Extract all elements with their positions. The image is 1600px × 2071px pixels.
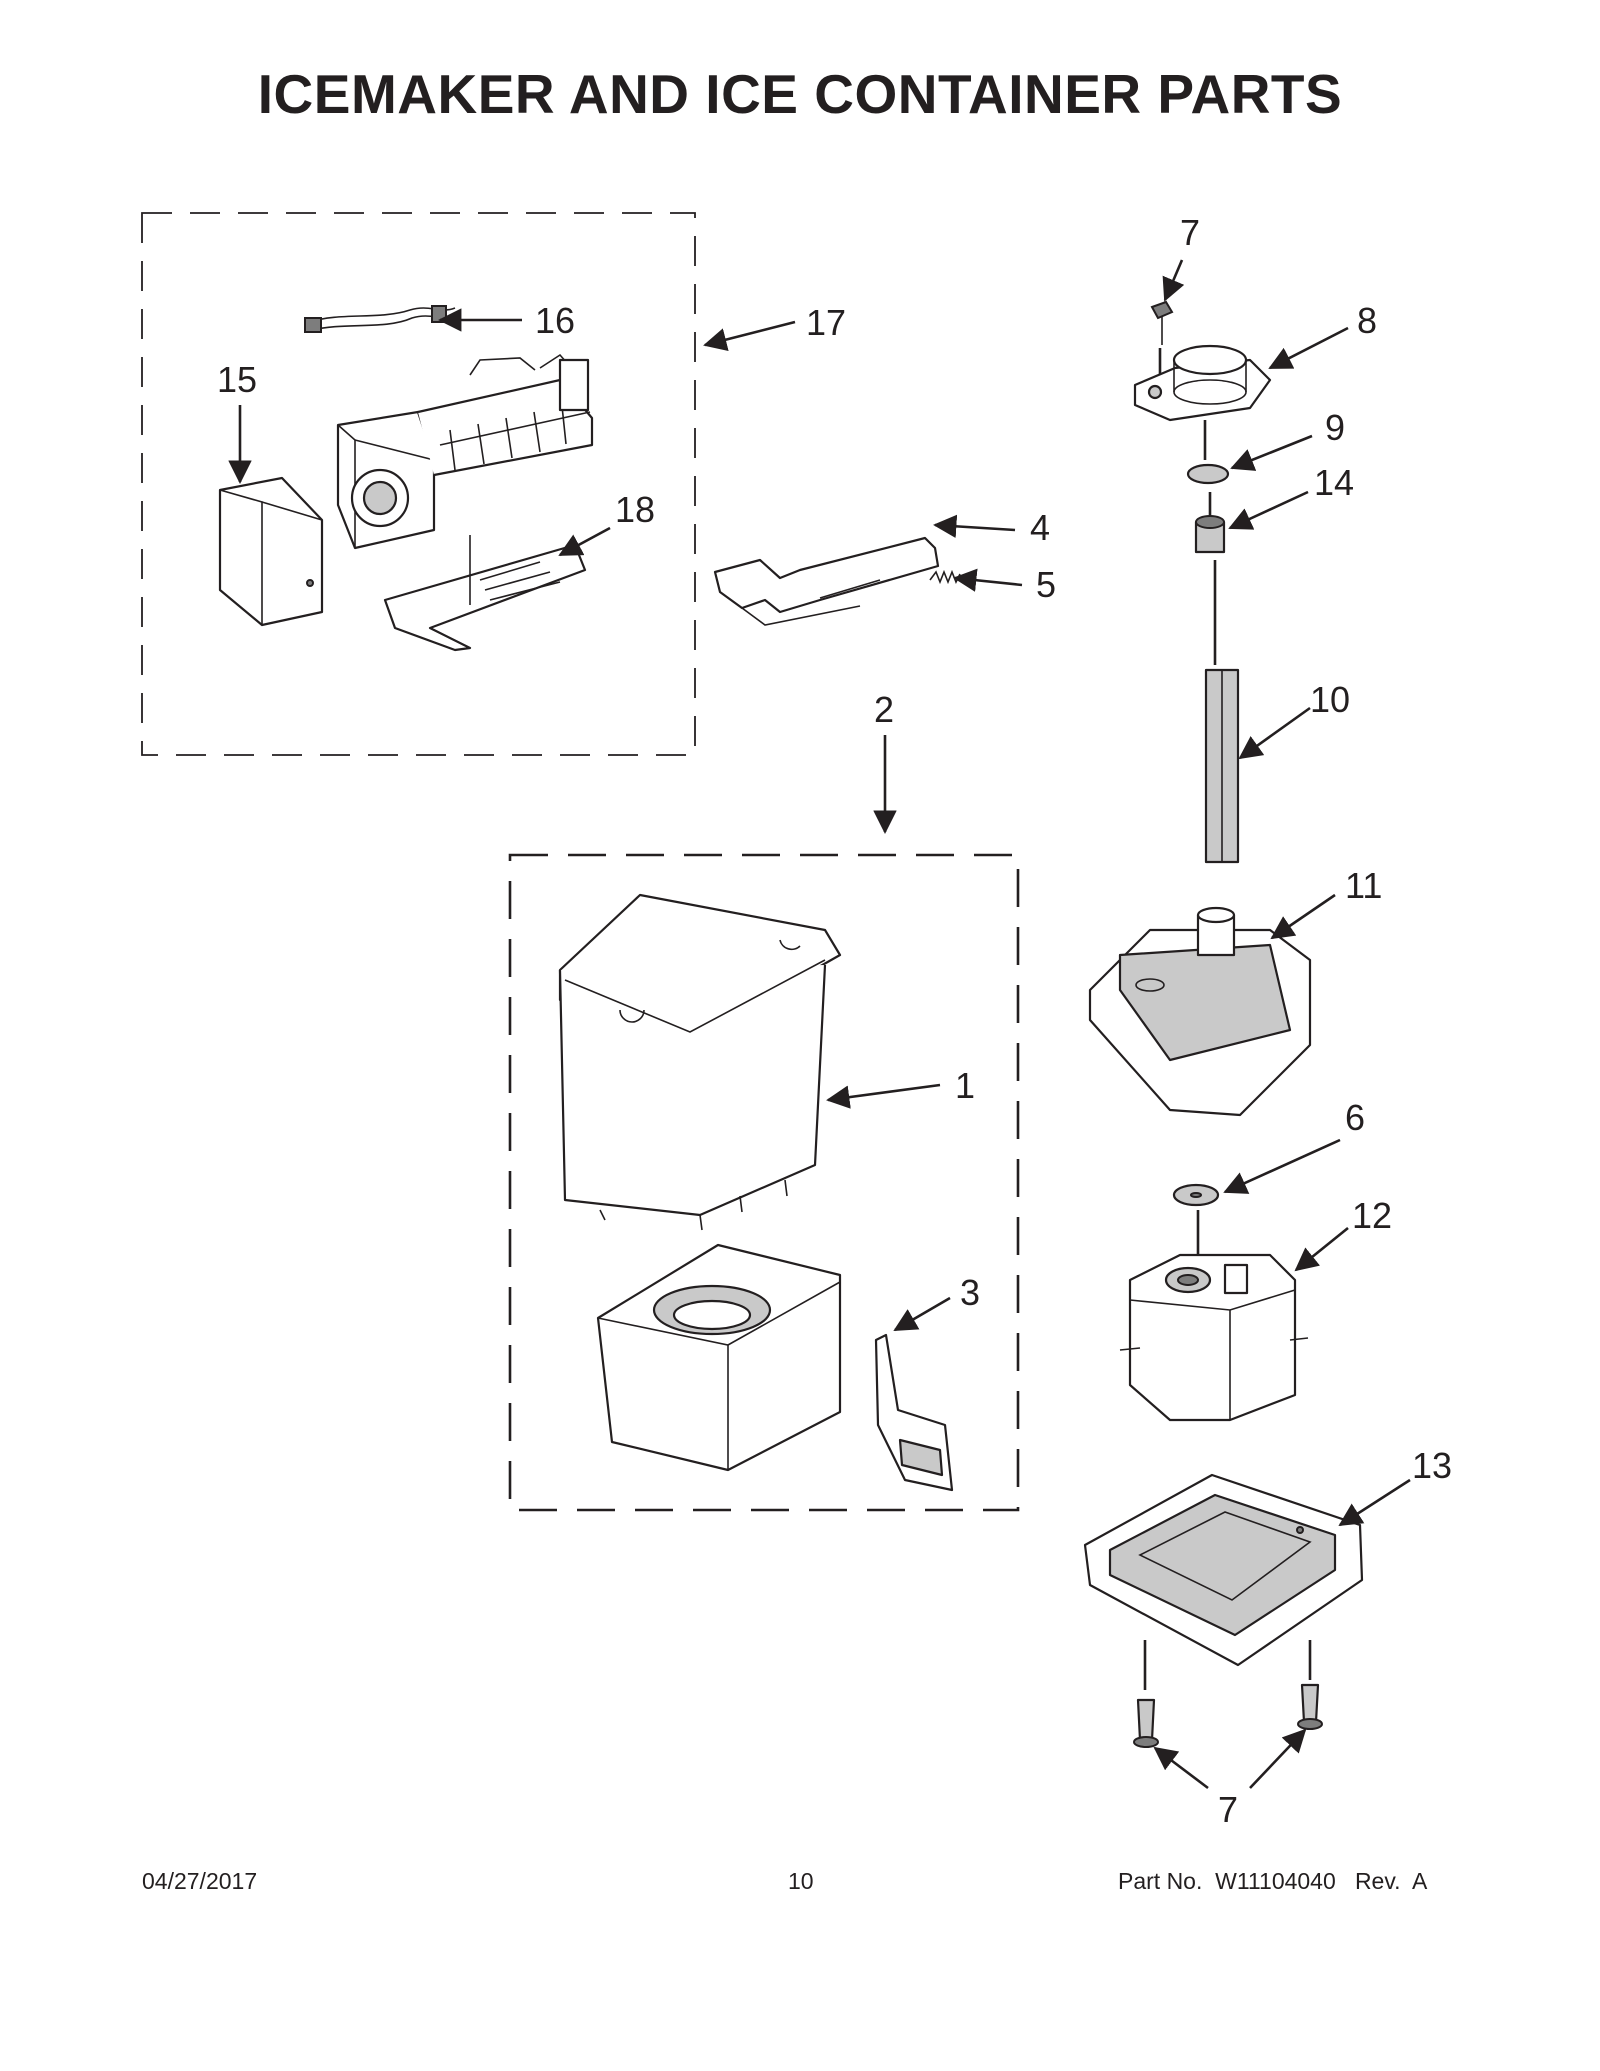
leader-5 bbox=[953, 568, 1023, 592]
auger-shaft-part bbox=[1204, 668, 1240, 864]
ice-stripper-part bbox=[383, 535, 587, 652]
callout-9: 9 bbox=[1325, 407, 1345, 448]
leader-7-bottom-right bbox=[1249, 1728, 1307, 1789]
footer-part-number: Part No. W11104040 Rev. A bbox=[1118, 1868, 1428, 1894]
container-door-part bbox=[874, 1333, 954, 1492]
callout-6: 6 bbox=[1345, 1097, 1365, 1138]
gear-motor-part bbox=[1119, 1253, 1309, 1422]
callout-16: 16 bbox=[535, 300, 575, 341]
callout-2: 2 bbox=[874, 689, 894, 730]
callout-14: 14 bbox=[1314, 462, 1354, 503]
leader-1 bbox=[826, 1083, 941, 1109]
thrust-washer-part bbox=[1172, 1183, 1220, 1207]
drive-housing-part bbox=[1088, 906, 1312, 1117]
callout-7-bottom: 7 bbox=[1218, 1789, 1238, 1830]
callout-12: 12 bbox=[1352, 1195, 1392, 1236]
ice-level-arm-part bbox=[713, 536, 940, 626]
leader-9 bbox=[1230, 434, 1313, 471]
callout-15: 15 bbox=[217, 359, 257, 400]
callout-1: 1 bbox=[955, 1065, 975, 1106]
footer-date: 04/27/2017 bbox=[142, 1868, 258, 1894]
leader-3 bbox=[893, 1296, 951, 1332]
leader-10 bbox=[1238, 706, 1311, 760]
auger-housing-part bbox=[596, 1243, 842, 1472]
callout-13: 13 bbox=[1412, 1445, 1452, 1486]
wire-harness-part bbox=[304, 305, 456, 333]
ice-bucket-part bbox=[558, 893, 842, 1231]
screw-part-top bbox=[1150, 300, 1174, 345]
callout-17: 17 bbox=[806, 302, 846, 343]
callout-11: 11 bbox=[1345, 865, 1382, 906]
callout-7-top: 7 bbox=[1180, 212, 1200, 253]
leader-11 bbox=[1270, 893, 1336, 940]
icemaker-assembly-boundary bbox=[141, 212, 696, 756]
screw-part-bottom-left bbox=[1133, 1698, 1159, 1748]
callout-5: 5 bbox=[1036, 564, 1056, 605]
leader-4 bbox=[933, 514, 1016, 539]
screw-part-bottom-right bbox=[1297, 1683, 1323, 1730]
leader-17 bbox=[703, 320, 796, 352]
callout-8: 8 bbox=[1357, 300, 1377, 341]
washer-part bbox=[1186, 463, 1230, 485]
icemaker-cover-part bbox=[218, 476, 324, 627]
leader-12 bbox=[1294, 1226, 1349, 1272]
leader-8 bbox=[1268, 326, 1349, 370]
leader-6 bbox=[1223, 1138, 1341, 1194]
leader-18 bbox=[558, 526, 611, 557]
bushing-part bbox=[1194, 515, 1226, 554]
leader-7-bottom-left bbox=[1153, 1746, 1209, 1790]
callout-10: 10 bbox=[1310, 679, 1350, 720]
leader-14 bbox=[1228, 490, 1309, 530]
icemaker-body-part bbox=[336, 353, 594, 550]
page-title: ICEMAKER AND ICE CONTAINER PARTS bbox=[257, 63, 1343, 125]
leader-7-top bbox=[1162, 259, 1185, 302]
callout-3: 3 bbox=[960, 1272, 980, 1313]
callout-18: 18 bbox=[615, 489, 655, 530]
base-plate-part bbox=[1083, 1473, 1364, 1667]
mounting-bracket-part bbox=[1133, 344, 1272, 422]
ice-container-boundary bbox=[508, 853, 1020, 1512]
footer-page-number: 10 bbox=[788, 1868, 814, 1894]
callout-4: 4 bbox=[1030, 507, 1050, 548]
leader-13 bbox=[1338, 1478, 1411, 1527]
